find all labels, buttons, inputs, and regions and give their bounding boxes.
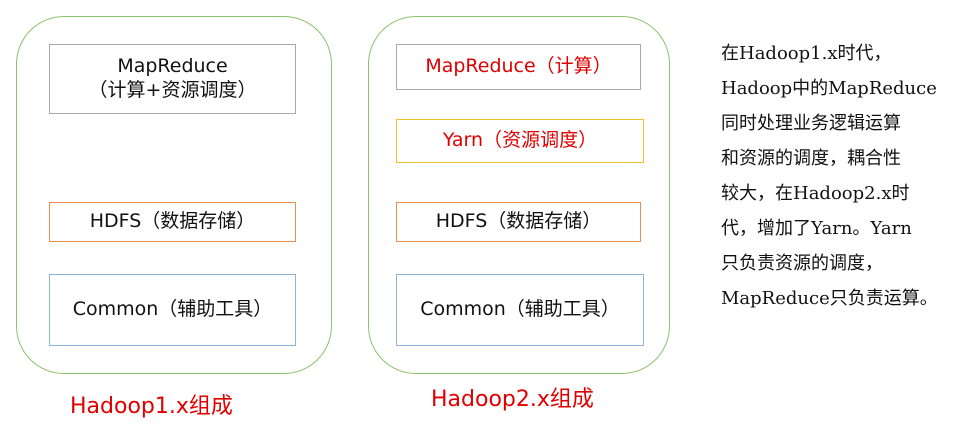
description-line: Hadoop中的MapReduce (721, 78, 937, 99)
hadoop2-common-box: Common（辅助工具） (396, 274, 644, 346)
hadoop2-hdfs-label: HDFS（数据存储） (435, 210, 602, 233)
hadoop2-common-label: Common（辅助工具） (420, 298, 620, 321)
hadoop1-common-label: Common（辅助工具） (72, 298, 273, 321)
description-line: 同时处理业务逻辑运算 (721, 113, 901, 134)
hadoop1-mapreduce-label: MapReduce (117, 55, 228, 78)
description-line: 和资源的调度，耦合性 (721, 148, 901, 169)
hadoop1-mapreduce-box: MapReduce （计算+资源调度） (49, 44, 296, 114)
hadoop2-yarn-label: Yarn（资源调度） (442, 129, 598, 152)
description-text: 在Hadoop1.x时代， Hadoop中的MapReduce 同时处理业务逻辑… (721, 36, 961, 316)
description-line: 较大，在Hadoop2.x时 (721, 183, 910, 204)
hadoop1-hdfs-box: HDFS（数据存储） (49, 202, 296, 242)
hadoop1-hdfs-label: HDFS（数据存储） (89, 210, 256, 233)
hadoop1-caption: Hadoop1.x组成 (70, 394, 233, 419)
hadoop2-hdfs-box: HDFS（数据存储） (396, 202, 641, 242)
description-line: 代，增加了Yarn。Yarn (721, 218, 912, 239)
hadoop2-mapreduce-box: MapReduce（计算） (396, 44, 641, 90)
description-line: MapReduce只负责运算。 (721, 288, 938, 309)
description-line: 在Hadoop1.x时代， (721, 43, 892, 64)
hadoop1-common-box: Common（辅助工具） (49, 274, 296, 346)
hadoop1-mapreduce-sublabel: （计算+资源调度） (88, 79, 257, 101)
hadoop2-caption: Hadoop2.x组成 (431, 387, 594, 412)
description-line: 只负责资源的调度， (721, 253, 883, 274)
hadoop2-mapreduce-label: MapReduce（计算） (425, 55, 612, 78)
hadoop2-yarn-box: Yarn（资源调度） (396, 119, 644, 163)
